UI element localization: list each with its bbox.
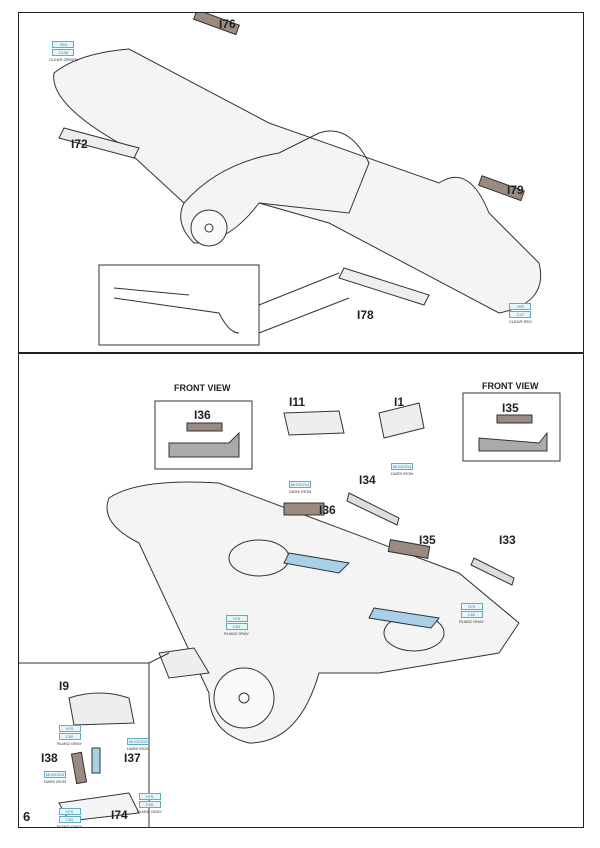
part-label-i35-front: I35 xyxy=(502,401,519,415)
part-label-i36-front: I36 xyxy=(194,408,211,422)
wheel-well-assembly-drawing xyxy=(19,392,561,827)
part-label-i76: I76 xyxy=(219,17,236,31)
part-label-i37: I37 xyxy=(124,751,141,765)
part-label-i1: I1 xyxy=(394,395,405,409)
part-label-i36: I36 xyxy=(319,503,336,517)
step-panel-6: FRONT VIEW FRONT VIEW I36 I35 I11 I1 I34… xyxy=(18,352,584,829)
part-label-i72: I72 xyxy=(71,137,88,151)
part-label-i9: I9 xyxy=(59,679,70,693)
front-view-label-right: FRONT VIEW xyxy=(482,381,539,391)
front-view-label-left: FRONT VIEW xyxy=(174,383,231,393)
part-label-i34: I34 xyxy=(359,473,376,487)
part-label-i11: I11 xyxy=(289,395,306,409)
wing-assembly-drawing xyxy=(53,13,542,346)
part-label-i74: I74 xyxy=(111,808,128,822)
part-label-i78: I78 xyxy=(357,308,374,322)
part-label-i33: I33 xyxy=(499,533,516,547)
part-label-i38: I38 xyxy=(41,751,58,765)
part-label-i35: I35 xyxy=(419,533,436,547)
part-label-i79: I79 xyxy=(507,183,524,197)
step-number: 6 xyxy=(23,809,31,824)
